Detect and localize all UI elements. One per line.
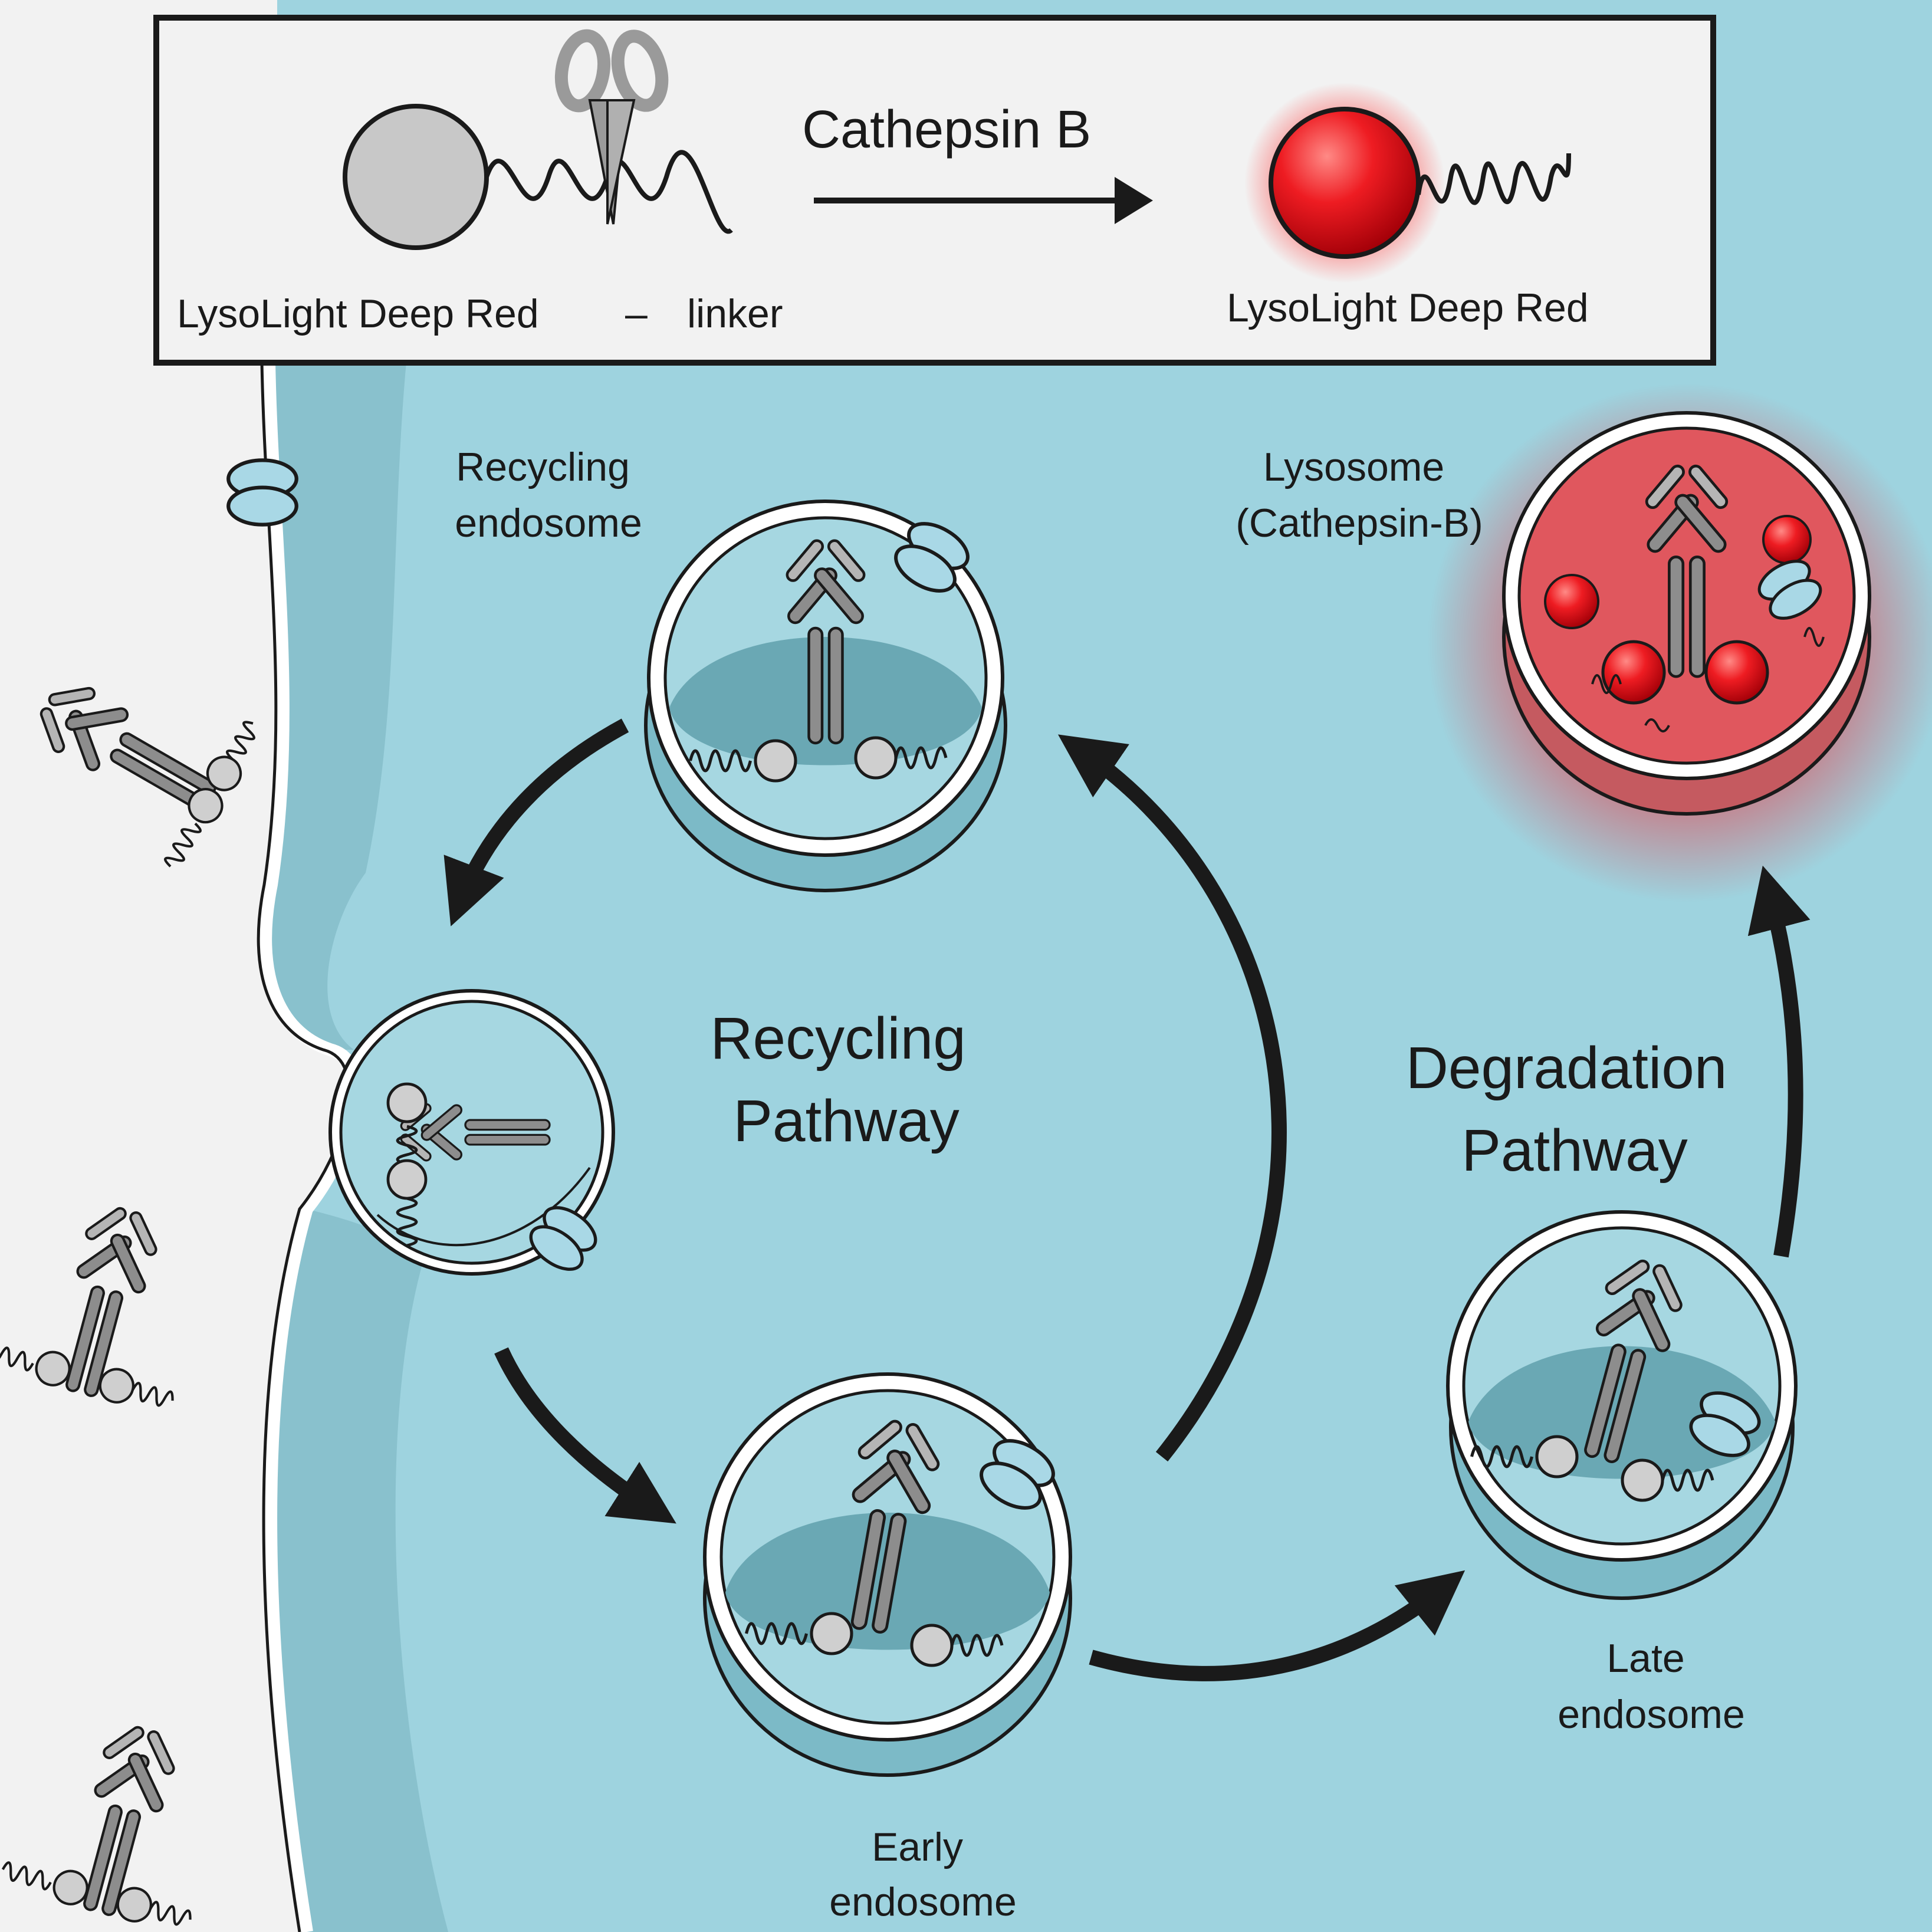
membrane-receptor [228,460,297,524]
plasma-membrane [259,176,363,1932]
cleaved-fluorophore [1269,107,1421,259]
enzyme-label: Cathepsin B [802,100,1091,159]
arrow-early-to-recycling [1057,734,1287,1462]
early-endosome-label: Early endosome [829,1825,1017,1924]
intact-probe-sphere [343,104,489,250]
arrow-budding-to-early [494,1347,676,1524]
plasma-membrane-band-lower [271,1209,448,1932]
plasma-membrane-band [265,177,436,1050]
recycling-endosome-label: Recycling endosome [455,445,642,546]
intact-probe-label: LysoLight Deep Red [177,291,539,336]
label-dash: – [625,291,648,336]
arrow-early-to-late [1089,1570,1466,1681]
arrow-recycling-to-membrane [443,718,629,926]
lysosome [1427,383,1932,902]
lysosome-label: Lysosome (Cathepsin-B) [1236,445,1483,546]
arrow-late-to-lysosome [1747,865,1811,1258]
budding-vesicle [328,989,615,1278]
released-linker-squiggle [1416,153,1571,205]
linker-label: linker [687,291,783,336]
recycling-pathway-label: Recycling Pathway [710,1006,982,1154]
recycling-endosome [644,500,1007,892]
cleaved-probe-label: LysoLight Deep Red [1227,285,1589,330]
legend-box: LysoLight Deep Red – linker Cathepsin B … [153,15,1716,366]
early-endosome [703,1372,1072,1777]
scissors-icon [554,29,669,225]
late-endosome-label: Late endosome [1558,1636,1745,1737]
late-endosome [1446,1210,1798,1600]
degradation-pathway-label: Degradation Pathway [1406,1035,1744,1184]
